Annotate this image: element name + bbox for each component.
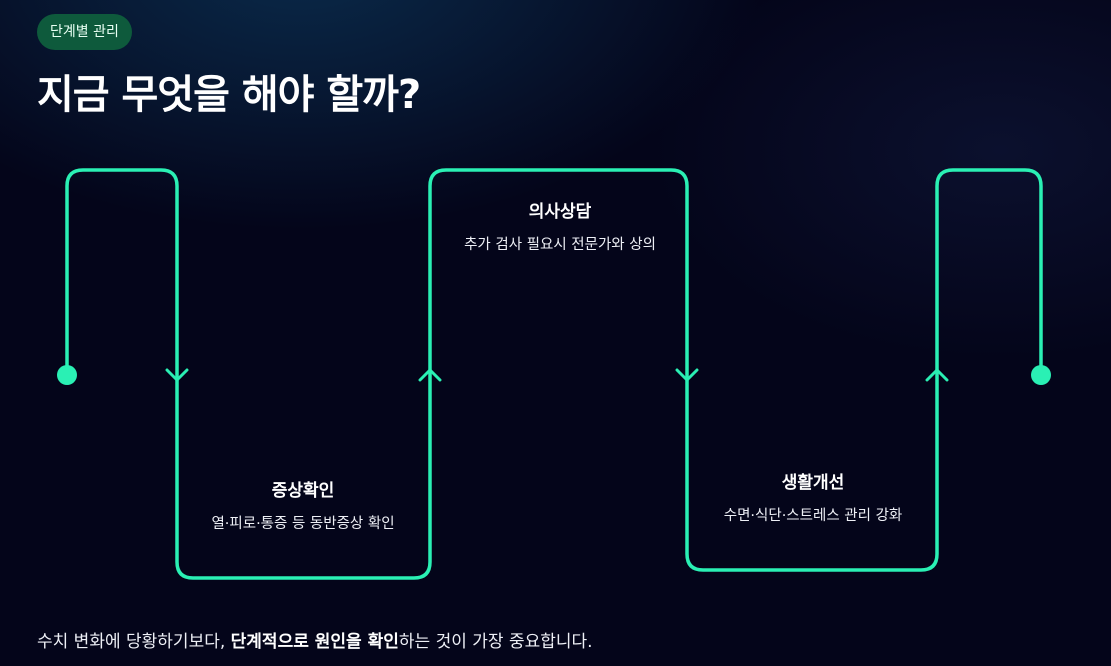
- footer-emphasis: 단계적으로 원인을 확인: [230, 632, 399, 652]
- page-title: 지금 무엇을 해야 할까?: [37, 72, 421, 118]
- step-title: 생활개선: [781, 473, 845, 493]
- arrow-down-icon: [165, 368, 189, 382]
- footer-text-end: 하는 것이 가장 중요합니다.: [398, 632, 593, 652]
- step-description: 열·피로·통증 등 동반증상 확인: [211, 516, 395, 532]
- flow-path: [65, 168, 1043, 580]
- step-lifestyle-improve: 생활개선 수면·식단·스트레스 관리 강화: [716, 468, 910, 527]
- step-title: 의사상담: [528, 202, 592, 222]
- section-badge: 단계별 관리: [37, 14, 132, 50]
- step-description: 수면·식단·스트레스 관리 강화: [723, 508, 903, 524]
- step-title: 증상확인: [271, 481, 335, 501]
- arrow-down-icon: [675, 368, 699, 382]
- footer-note: 수치 변화에 당황하기보다, 단계적으로 원인을 확인하는 것이 가장 중요합니…: [37, 627, 593, 652]
- footer-text: 수치 변화에 당황하기보다,: [37, 632, 231, 652]
- end-dot: [1031, 365, 1051, 385]
- arrow-up-icon: [925, 368, 949, 382]
- step-description: 추가 검사 필요시 전문가와 상의: [464, 237, 656, 253]
- step-symptom-check: 증상확인 열·피로·통증 등 동반증상 확인: [208, 476, 398, 535]
- start-dot: [57, 365, 77, 385]
- step-doctor-consult: 의사상담 추가 검사 필요시 전문가와 상의: [463, 197, 657, 256]
- arrow-up-icon: [418, 368, 442, 382]
